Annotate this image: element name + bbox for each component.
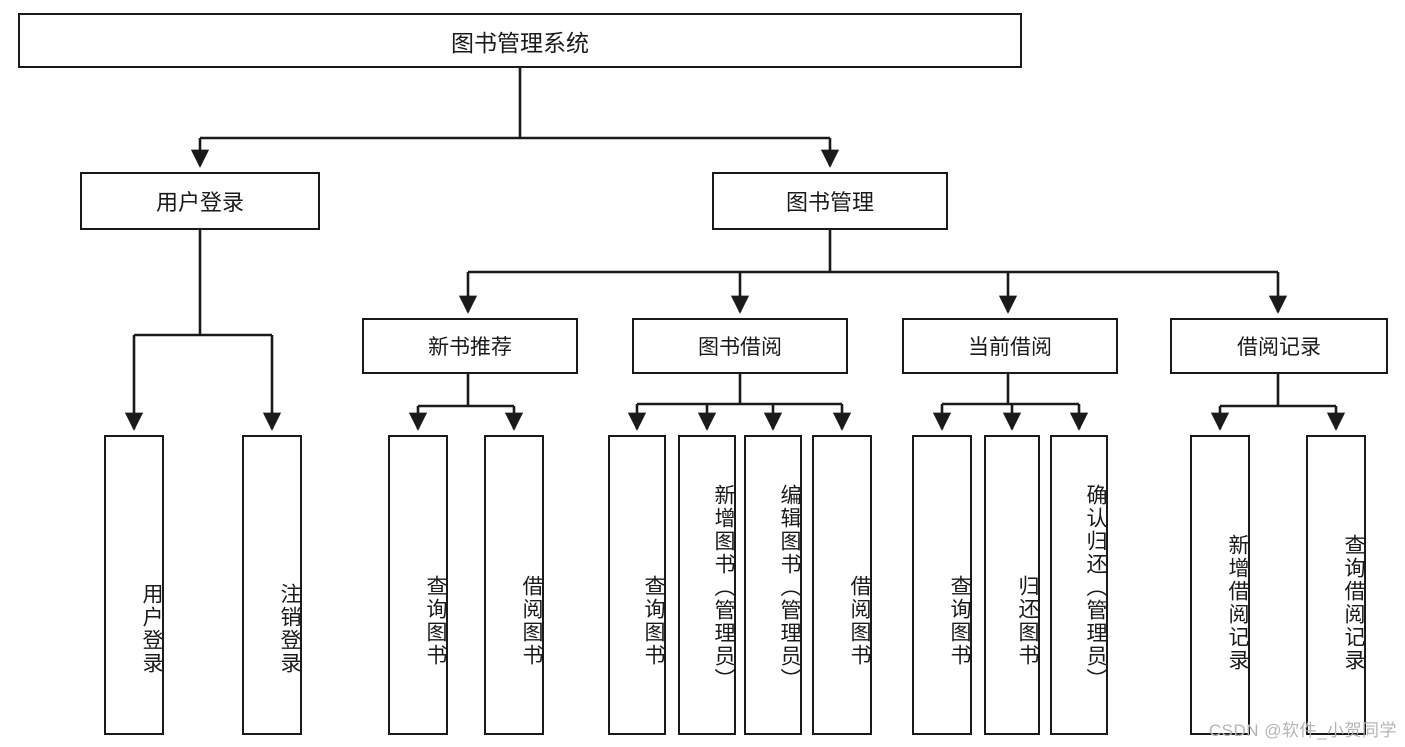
node-book-borrow[interactable]: 图书借阅 bbox=[632, 318, 848, 374]
node-book-management-label: 图书管理 bbox=[785, 190, 874, 215]
node-root[interactable]: 图书管理系统 bbox=[18, 13, 1022, 68]
node-leaf-query-borrow-record-label: 查询借阅记录 bbox=[1342, 534, 1365, 672]
node-borrow-record-label: 借阅记录 bbox=[1237, 336, 1321, 359]
node-leaf-add-book-admin[interactable]: 新增图书（管理员） bbox=[678, 435, 736, 735]
node-leaf-user-logout-label: 注销登录 bbox=[278, 583, 301, 675]
node-leaf-borrow-book-recommend-label: 借阅图书 bbox=[520, 575, 543, 667]
node-leaf-query-book-current-label: 查询图书 bbox=[948, 575, 971, 667]
watermark-text: CSDN @软件_小贺同学 bbox=[1208, 721, 1397, 740]
node-leaf-add-book-admin-label: 新增图书（管理员） bbox=[712, 483, 735, 691]
node-leaf-user-logout[interactable]: 注销登录 bbox=[242, 435, 302, 735]
node-borrow-record[interactable]: 借阅记录 bbox=[1170, 318, 1388, 374]
node-leaf-edit-book-admin[interactable]: 编辑图书（管理员） bbox=[744, 435, 802, 735]
node-leaf-query-book-borrow[interactable]: 查询图书 bbox=[608, 435, 666, 735]
node-leaf-query-borrow-record[interactable]: 查询借阅记录 bbox=[1306, 435, 1366, 735]
node-book-management[interactable]: 图书管理 bbox=[712, 172, 948, 230]
node-leaf-confirm-return-admin-label: 确认归还（管理员） bbox=[1084, 483, 1107, 691]
node-leaf-query-book-borrow-label: 查询图书 bbox=[642, 575, 665, 667]
node-user-login-label: 用户登录 bbox=[155, 190, 244, 215]
node-leaf-user-login[interactable]: 用户登录 bbox=[104, 435, 164, 735]
node-leaf-borrow-book-recommend[interactable]: 借阅图书 bbox=[484, 435, 544, 735]
node-current-borrow[interactable]: 当前借阅 bbox=[902, 318, 1118, 374]
node-leaf-add-borrow-record[interactable]: 新增借阅记录 bbox=[1190, 435, 1250, 735]
node-leaf-confirm-return-admin[interactable]: 确认归还（管理员） bbox=[1050, 435, 1108, 735]
node-root-label: 图书管理系统 bbox=[451, 29, 589, 56]
node-leaf-return-book[interactable]: 归还图书 bbox=[984, 435, 1040, 735]
node-new-book-recommend-label: 新书推荐 bbox=[428, 336, 512, 359]
node-leaf-query-book-recommend-label: 查询图书 bbox=[424, 575, 447, 667]
node-leaf-query-book-current[interactable]: 查询图书 bbox=[912, 435, 972, 735]
node-leaf-query-book-recommend[interactable]: 查询图书 bbox=[388, 435, 448, 735]
node-leaf-return-book-label: 归还图书 bbox=[1016, 575, 1039, 667]
node-current-borrow-label: 当前借阅 bbox=[968, 336, 1052, 359]
node-new-book-recommend[interactable]: 新书推荐 bbox=[362, 318, 578, 374]
node-leaf-edit-book-admin-label: 编辑图书（管理员） bbox=[778, 483, 801, 691]
node-leaf-user-login-label: 用户登录 bbox=[140, 583, 163, 675]
node-leaf-borrow-book[interactable]: 借阅图书 bbox=[812, 435, 872, 735]
node-user-login[interactable]: 用户登录 bbox=[80, 172, 320, 230]
node-leaf-add-borrow-record-label: 新增借阅记录 bbox=[1226, 534, 1249, 672]
node-book-borrow-label: 图书借阅 bbox=[698, 336, 782, 359]
node-leaf-borrow-book-label: 借阅图书 bbox=[848, 575, 871, 667]
